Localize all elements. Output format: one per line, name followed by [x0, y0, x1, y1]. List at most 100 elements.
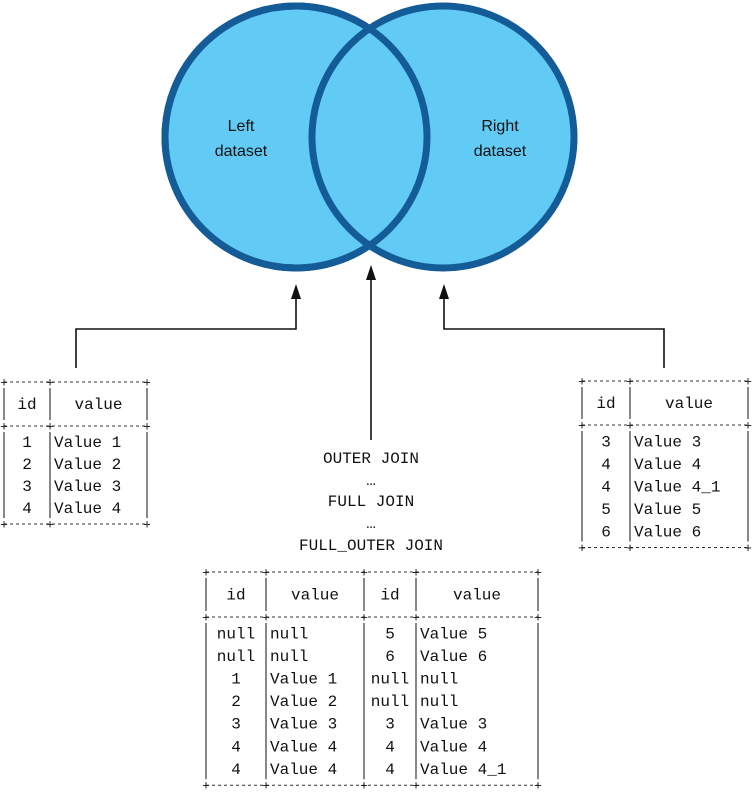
table-cell: Value 4 [420, 738, 487, 756]
table-corner: + [262, 611, 270, 626]
table-corner: + [412, 611, 420, 626]
join-label-ellipsis-1: … [366, 472, 376, 490]
table-header-cell: value [453, 587, 501, 605]
table-corner: + [626, 541, 634, 556]
table-cell: 3 [231, 716, 241, 734]
table-cell: 4 [231, 738, 241, 756]
table-cell: null [371, 693, 409, 711]
table-cell: Value 4 [54, 500, 121, 518]
table-corner: + [46, 420, 54, 435]
table-cell: 5 [601, 501, 611, 519]
table-corner: + [360, 566, 368, 581]
table-corner: + [744, 375, 752, 390]
table-header-cell: id [596, 395, 615, 413]
right-dataset-circle [308, 2, 578, 272]
join-label-outer: OUTER JOIN [323, 450, 419, 468]
table-cell: 4 [385, 761, 395, 779]
table-cell: 6 [385, 648, 395, 666]
table-cell: Value 5 [634, 501, 701, 519]
table-corner: + [0, 518, 8, 533]
table-corner: + [143, 376, 151, 391]
table-cell: Value 6 [420, 648, 487, 666]
table-header-cell: value [665, 395, 713, 413]
table-corner: + [578, 541, 586, 556]
table-corner: + [143, 518, 151, 533]
table-cell: 3 [22, 478, 32, 496]
table-cell: Value 3 [420, 716, 487, 734]
right-dataset-label-line2: dataset [474, 143, 527, 160]
table-cell: 2 [22, 456, 32, 474]
table-cell: null [420, 693, 458, 711]
table-header-cell: value [291, 587, 339, 605]
table-header-cell: id [226, 587, 245, 605]
table-corner: + [534, 566, 542, 581]
table-cell: Value 1 [270, 671, 337, 689]
table-cell: 2 [231, 693, 241, 711]
table-cell: Value 5 [420, 625, 487, 643]
table-cell: 6 [601, 523, 611, 541]
table-corner: + [534, 611, 542, 626]
table-corner: + [744, 419, 752, 434]
table-corner: + [360, 611, 368, 626]
table-corner: + [0, 376, 8, 391]
left-dataset-label-line2: dataset [215, 143, 268, 160]
table-corner: + [262, 779, 270, 794]
table-header-cell: value [74, 396, 122, 414]
table-corner: + [0, 420, 8, 435]
table-corner: + [534, 779, 542, 794]
table-cell: null [371, 671, 409, 689]
table-cell: 1 [231, 671, 241, 689]
table-corner: + [744, 541, 752, 556]
table-corner: + [360, 779, 368, 794]
right-arrowhead [439, 284, 449, 299]
table-cell: 4 [601, 456, 611, 474]
join-label-ellipsis-2: … [366, 515, 376, 533]
table-corner: + [578, 419, 586, 434]
table-cell: null [420, 671, 458, 689]
table-cell: Value 3 [54, 478, 121, 496]
join-label-full: FULL JOIN [328, 493, 414, 511]
table-corner: + [202, 611, 210, 626]
table-cell: 4 [601, 478, 611, 496]
table-cell: null [270, 648, 308, 666]
table-cell: Value 6 [634, 523, 701, 541]
table-cell: 4 [231, 761, 241, 779]
table-corner: + [412, 566, 420, 581]
left-arrowhead [291, 284, 301, 299]
table-cell: 4 [22, 500, 32, 518]
right-connector [443, 298, 665, 368]
table-corner: + [202, 566, 210, 581]
table-cell: Value 3 [634, 433, 701, 451]
table-corner: + [578, 375, 586, 390]
right-dataset-label-line1: Right [481, 118, 519, 135]
center-arrowhead [366, 265, 376, 280]
table-cell: 3 [385, 716, 395, 734]
table-corner: + [412, 779, 420, 794]
table-corner: + [46, 376, 54, 391]
table-cell: 1 [22, 434, 32, 452]
join-type-labels: OUTER JOIN … FULL JOIN … FULL_OUTER JOIN [299, 450, 443, 555]
table-cell: 5 [385, 625, 395, 643]
left-circle-outline [161, 2, 431, 272]
connectors [75, 265, 665, 440]
table-cell: Value 1 [54, 434, 121, 452]
table-cell: Value 2 [54, 456, 121, 474]
table-cell: Value 4_1 [634, 478, 720, 496]
table-cell: Value 4 [270, 761, 337, 779]
join-label-full-outer: FULL_OUTER JOIN [299, 537, 443, 555]
table-corner: + [46, 518, 54, 533]
table-cell: null [217, 648, 255, 666]
table-cell: Value 4_1 [420, 761, 506, 779]
table-cell: Value 4 [270, 738, 337, 756]
table-cell: null [217, 625, 255, 643]
table-cell: Value 4 [634, 456, 701, 474]
table-cell: null [270, 625, 308, 643]
table-corner: + [262, 566, 270, 581]
table-cell: 3 [601, 433, 611, 451]
table-header-cell: id [17, 396, 36, 414]
